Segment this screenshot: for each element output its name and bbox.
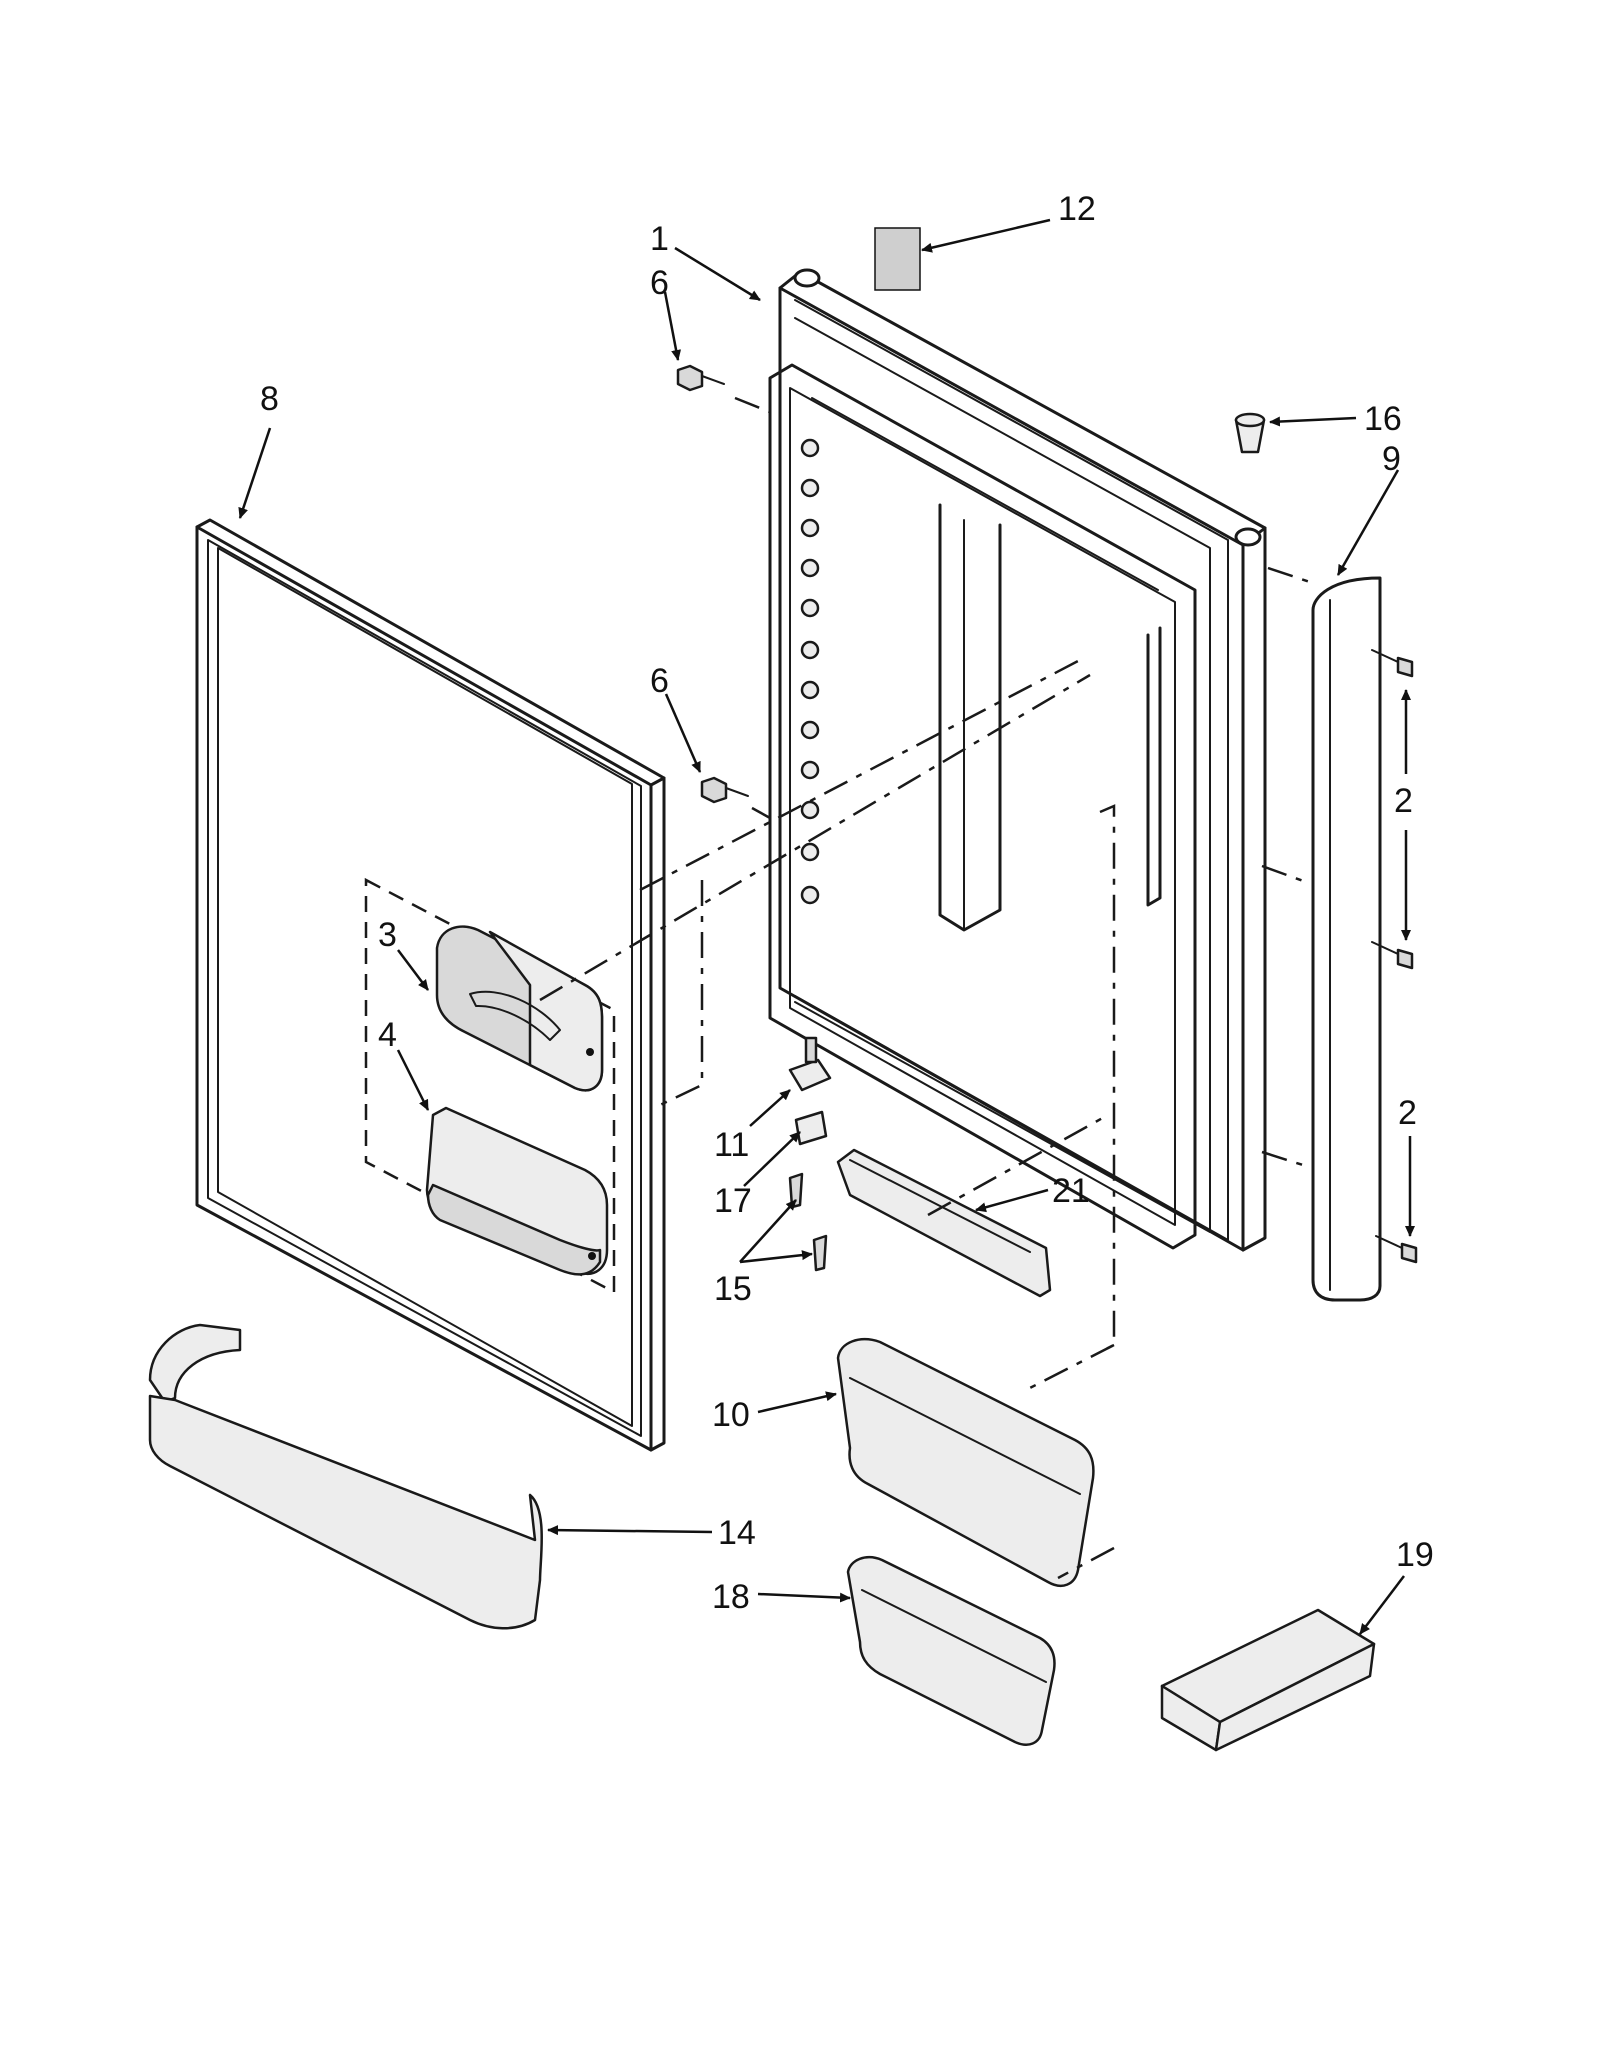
screws-2 [1371, 649, 1418, 1264]
shelf-studs [800, 438, 820, 905]
outer-door-panel [195, 518, 666, 1452]
callout-16: 16 [1364, 400, 1402, 438]
callout-18: 18 [712, 1578, 750, 1616]
callout-14: 14 [718, 1514, 756, 1552]
door-handle-trim [1311, 576, 1382, 1302]
callout-19: 19 [1396, 1536, 1434, 1574]
callout-3: 3 [378, 916, 397, 954]
dispenser-tray [425, 1106, 609, 1276]
door-bin-large [836, 1338, 1095, 1587]
callout-6-top: 6 [650, 264, 669, 302]
door-bin-small [846, 1555, 1056, 1746]
door-bin-bracket [836, 1148, 1052, 1298]
callout-8: 8 [260, 380, 279, 418]
hinge-bushing [1234, 412, 1266, 454]
callout-leaders [238, 218, 1415, 1635]
door-liner-frame [768, 268, 1267, 1252]
callout-2-lower: 2 [1398, 1094, 1417, 1132]
crisper-tray [1160, 1608, 1376, 1752]
callout-10: 10 [712, 1396, 750, 1434]
callout-12: 12 [1058, 190, 1096, 228]
callout-21: 21 [1052, 1172, 1090, 1210]
dispenser-cover [435, 925, 604, 1092]
door-shelf-rail [148, 1323, 543, 1630]
callout-labels: 1 6 12 8 16 9 6 2 3 4 2 11 21 17 15 10 1… [260, 190, 1434, 1616]
label-patch [874, 227, 921, 291]
callout-2-upper: 2 [1394, 782, 1413, 820]
screws-6 [676, 364, 749, 804]
assembly-lines [539, 396, 1311, 1580]
callout-6-mid: 6 [650, 662, 669, 700]
callout-9: 9 [1382, 440, 1401, 478]
callout-4: 4 [378, 1016, 397, 1054]
callout-1: 1 [650, 220, 669, 258]
callout-17: 17 [714, 1182, 752, 1220]
hinge-hardware [788, 1036, 832, 1272]
callout-15: 15 [714, 1270, 752, 1308]
callout-11: 11 [714, 1126, 749, 1164]
